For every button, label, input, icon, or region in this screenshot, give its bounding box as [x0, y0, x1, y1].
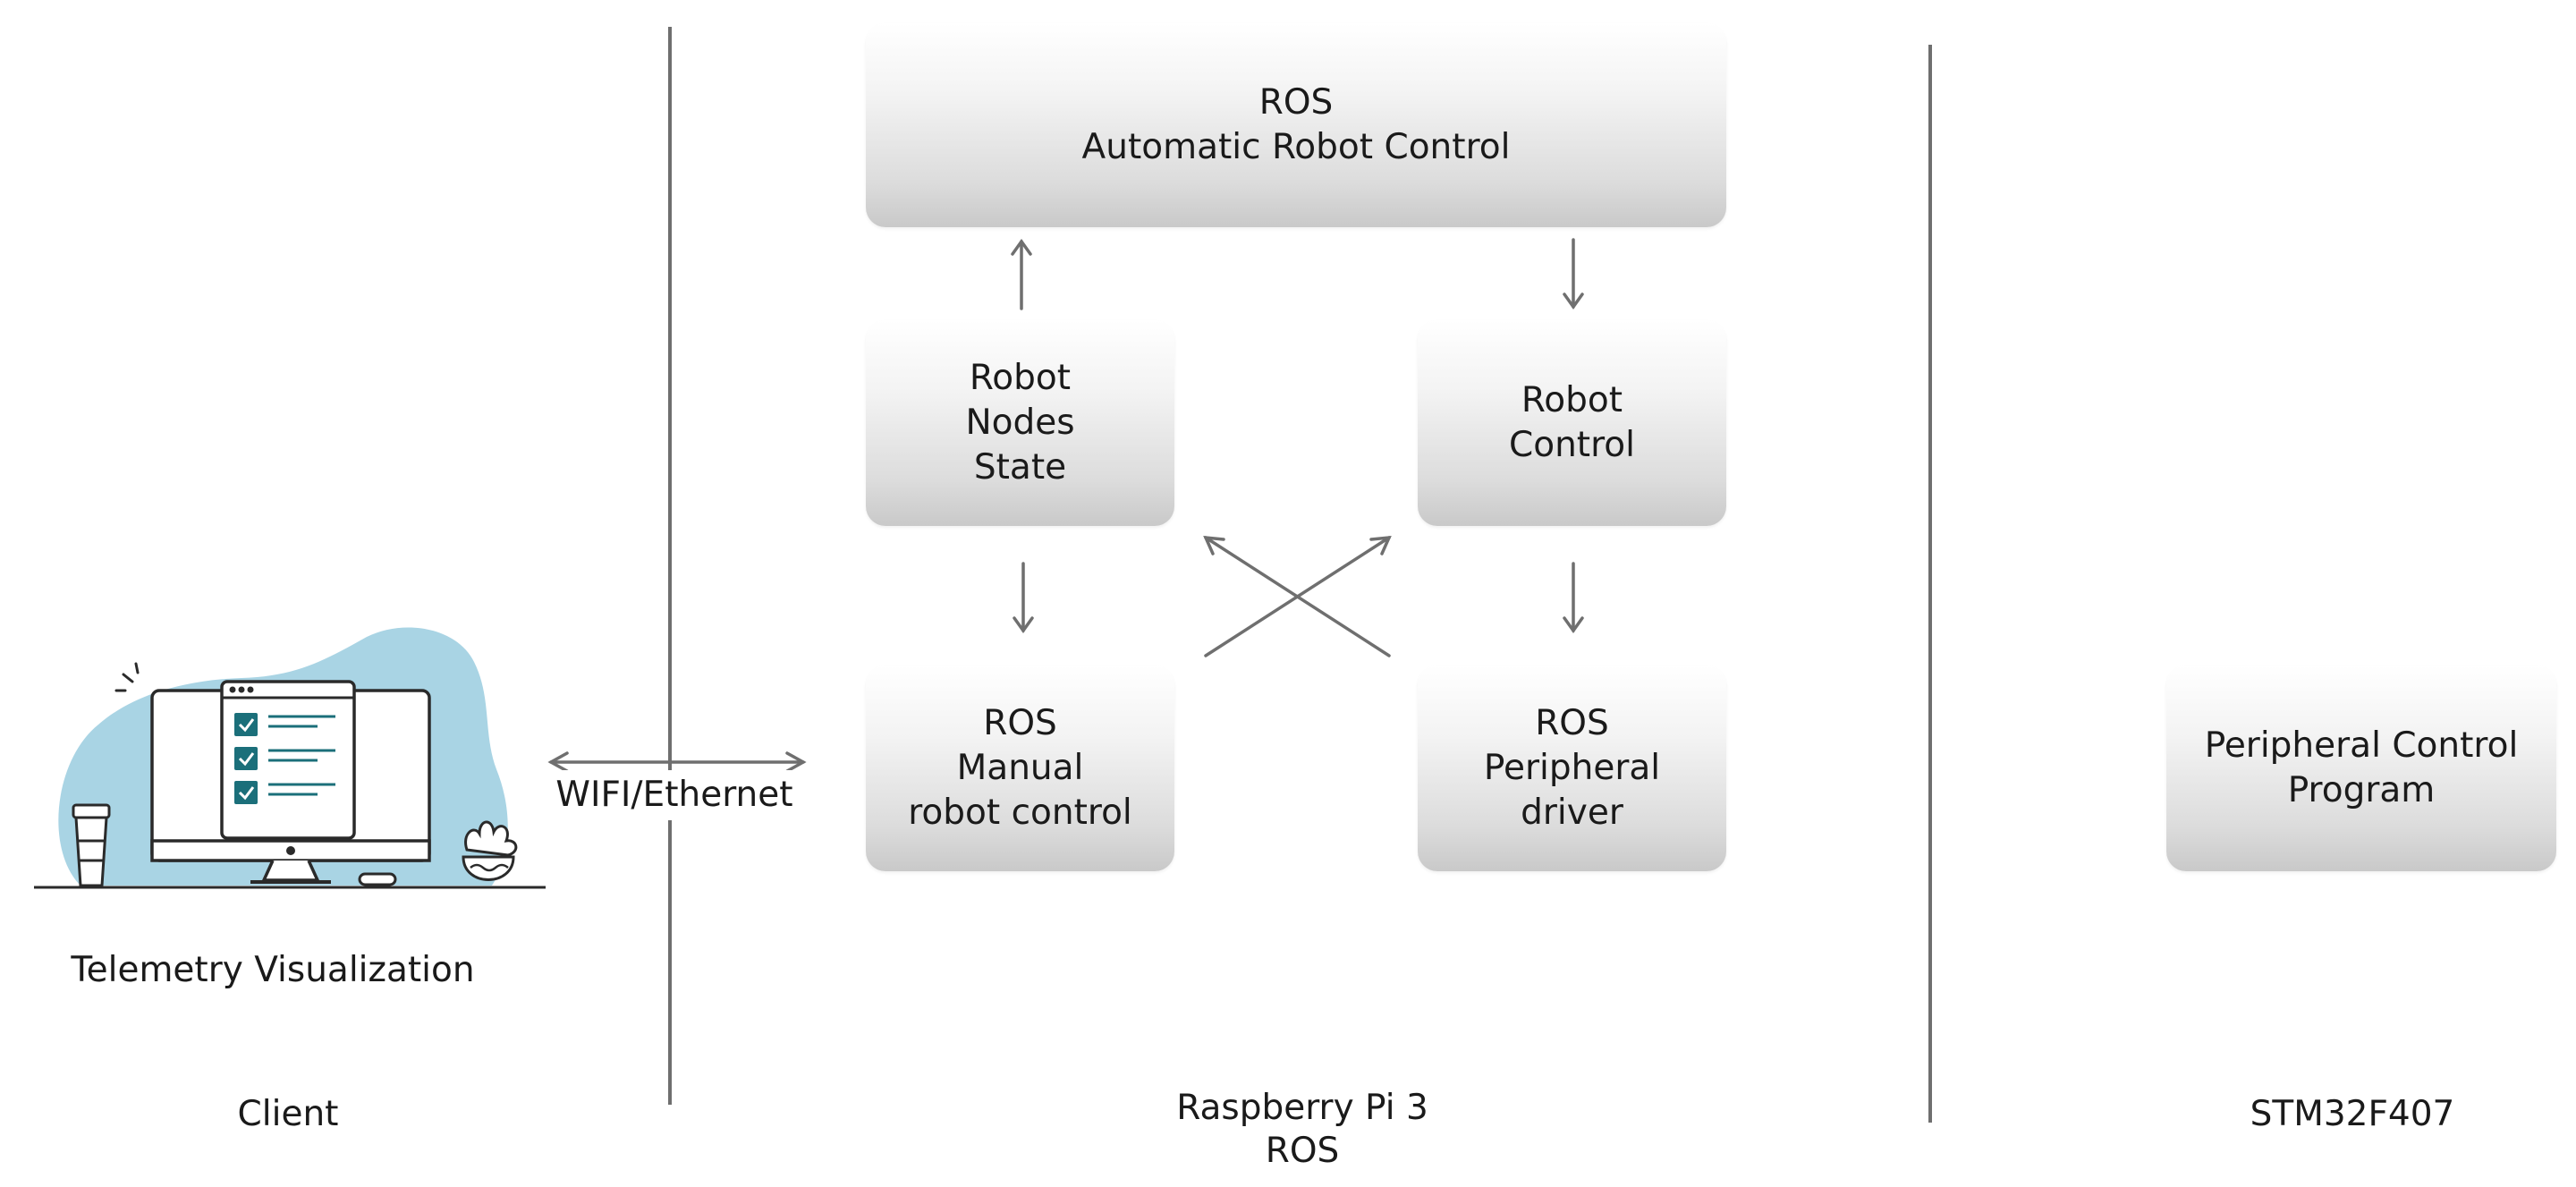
box-automatic-robot-control: ROS Automatic Robot Control: [866, 23, 1726, 227]
check-item-1: [234, 713, 335, 736]
telemetry-caption: Telemetry Visualization: [71, 950, 475, 990]
telemetry-illustration: [34, 627, 546, 889]
box-peripheral-driver: ROS Peripheral driver: [1418, 666, 1726, 871]
check-item-3: [234, 781, 335, 804]
coffee-cup-icon: [72, 803, 111, 887]
arrow-robot-control-to-peripheral-driver: [1563, 562, 1584, 634]
box-peripheral-control-program: Peripheral Control Program: [2166, 666, 2556, 871]
raspberry-label: Raspberry Pi 3 ROS: [1176, 1088, 1428, 1171]
divider-raspberry-stm: [1928, 45, 1932, 1123]
check-item-2: [234, 747, 335, 770]
mouse-icon: [358, 872, 397, 886]
arrow-nodes-state-to-automatic: [1011, 238, 1032, 310]
stm-label: STM32F407: [2250, 1094, 2455, 1134]
divider-client-raspberry: [668, 27, 672, 1105]
client-label: Client: [237, 1094, 339, 1134]
checklist-window: [220, 680, 356, 840]
box-manual-robot-control: ROS Manual robot control: [866, 666, 1174, 871]
box-robot-control: Robot Control: [1418, 320, 1726, 526]
arrow-automatic-to-robot-control: [1563, 238, 1584, 310]
arrow-wifi-link: [547, 751, 807, 773]
box-robot-nodes-state: Robot Nodes State: [866, 320, 1174, 526]
plant-icon: [462, 820, 518, 881]
arrow-nodes-state-to-manual: [1013, 562, 1034, 634]
wifi-ethernet-label: WIFI/Ethernet: [533, 770, 816, 820]
arrow-peripheral-driver-to-nodes-state: [1203, 535, 1391, 657]
sparkle-icon: [114, 662, 140, 692]
